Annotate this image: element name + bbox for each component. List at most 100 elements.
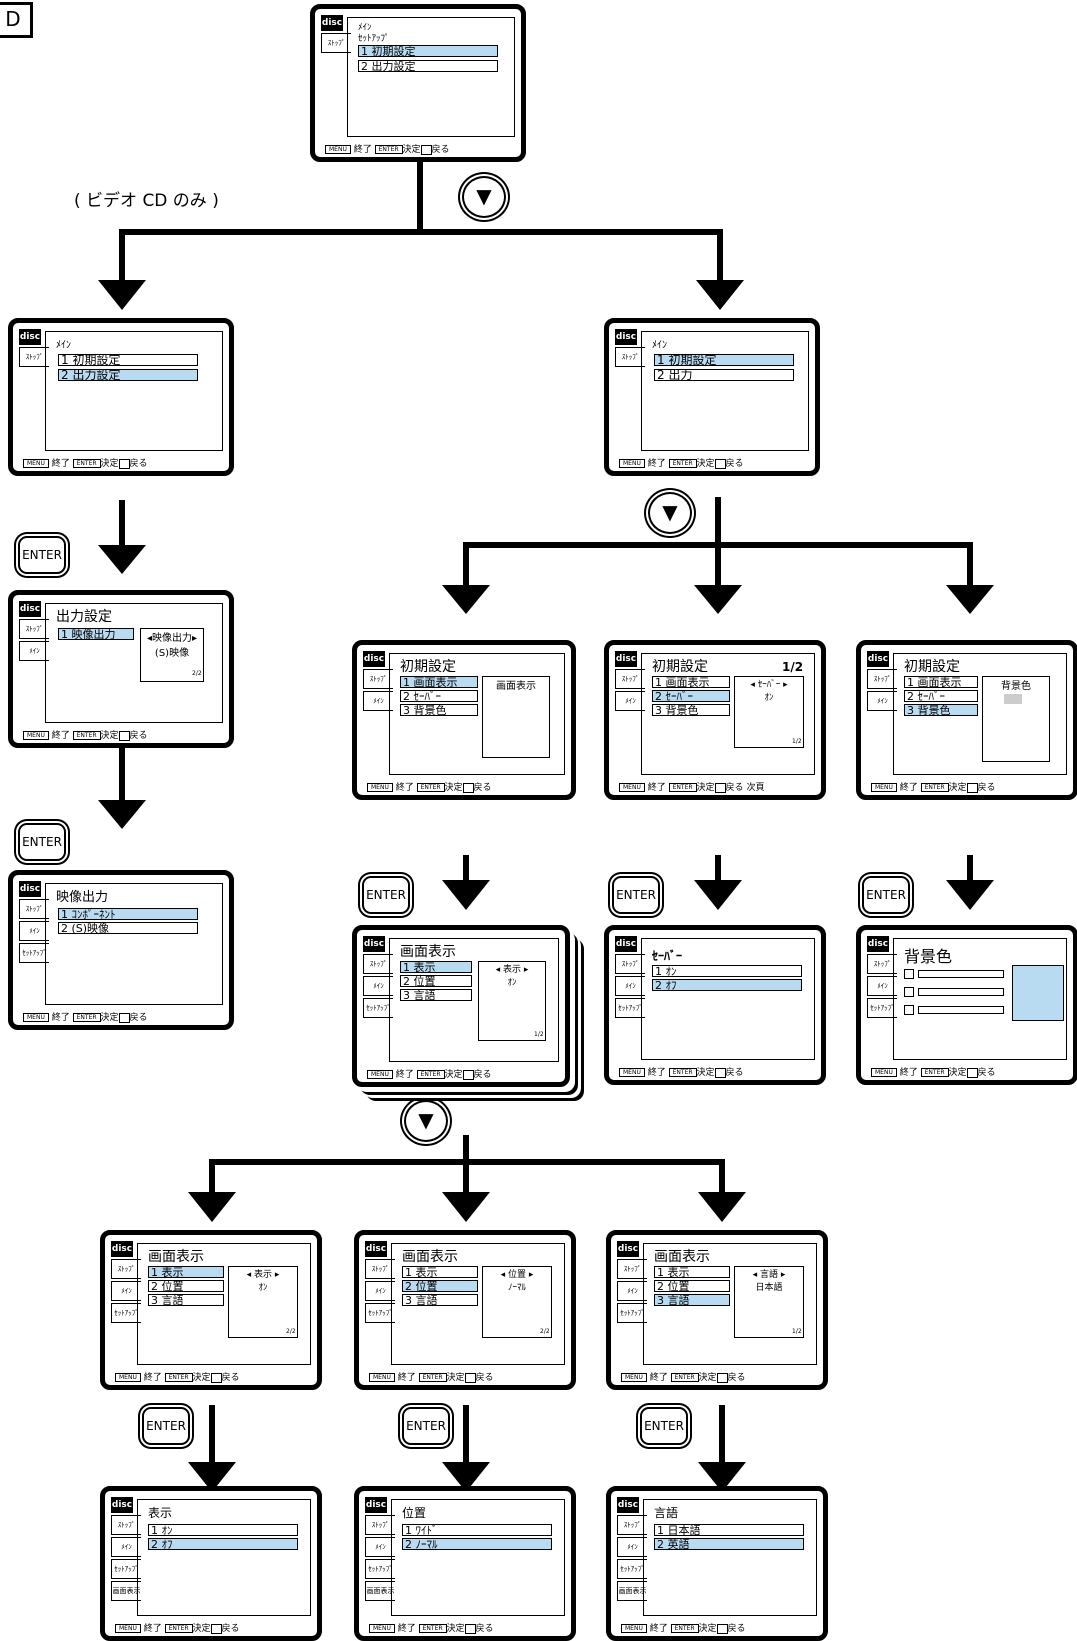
tab-stop[interactable]: ｽﾄｯﾌﾟ: [867, 954, 897, 974]
tab-screen-display[interactable]: 画面表示: [365, 1581, 395, 1601]
menu-item[interactable]: 1 ｺﾝﾎﾟｰﾈﾝﾄ: [58, 908, 198, 920]
tab-stop[interactable]: ｽﾄｯﾌﾟ: [617, 1515, 647, 1535]
tab-screen-display[interactable]: 画面表示: [111, 1581, 141, 1601]
tab-setup[interactable]: ｾｯﾄｱｯﾌﾟ: [111, 1303, 141, 1323]
tab-stop[interactable]: ｽﾄｯﾌﾟ: [867, 669, 897, 689]
color-check-blue[interactable]: [904, 1005, 914, 1015]
menu-item[interactable]: 2 位置: [654, 1280, 730, 1292]
enter-button[interactable]: ENTER: [402, 1407, 450, 1445]
enter-button[interactable]: ENTER: [612, 876, 660, 914]
tab-setup[interactable]: ｾｯﾄｱｯﾌﾟ: [617, 1559, 647, 1579]
menu-item[interactable]: 1 表示: [654, 1266, 730, 1278]
enter-button[interactable]: ENTER: [362, 876, 410, 914]
tab-setup[interactable]: ｾｯﾄｱｯﾌﾟ: [19, 943, 49, 963]
menu-item[interactable]: 2 出力設定: [358, 60, 498, 72]
menu-item[interactable]: 1 初期設定: [58, 354, 198, 366]
menu-item[interactable]: 1 表示: [402, 1266, 478, 1278]
menu-item[interactable]: 2 出力: [654, 369, 794, 381]
menu-item[interactable]: 2 ｵﾌ: [148, 1538, 298, 1550]
color-check-green[interactable]: [904, 987, 914, 997]
tab-stop[interactable]: ｽﾄｯﾌﾟ: [617, 1259, 647, 1279]
menu-item[interactable]: 1 画面表示: [400, 676, 478, 688]
menu-item[interactable]: 2 位置: [400, 975, 472, 987]
tab-main[interactable]: ﾒｲﾝ: [365, 1281, 395, 1301]
tab-setup[interactable]: ｾｯﾄｱｯﾌﾟ: [617, 1303, 647, 1323]
enter-button[interactable]: ENTER: [142, 1407, 190, 1445]
tab-main[interactable]: ﾒｲﾝ: [363, 976, 393, 996]
menu-item[interactable]: 3 背景色: [904, 704, 978, 716]
tab-screen-display[interactable]: 画面表示: [617, 1581, 647, 1601]
tab-stop[interactable]: ｽﾄｯﾌﾟ: [615, 347, 645, 367]
tab-setup[interactable]: ｾｯﾄｱｯﾌﾟ: [365, 1559, 395, 1579]
menu-item[interactable]: 1 ﾜｲﾄﾞ: [402, 1524, 552, 1536]
tab-stop[interactable]: ｽﾄｯﾌﾟ: [19, 347, 49, 367]
menu-item[interactable]: 2 英語: [654, 1538, 804, 1550]
menu-item[interactable]: 1 画面表示: [652, 676, 730, 688]
tab-stop[interactable]: ｽﾄｯﾌﾟ: [365, 1515, 395, 1535]
tab-main[interactable]: ﾒｲﾝ: [363, 691, 393, 711]
tab-main[interactable]: ﾒｲﾝ: [615, 691, 645, 711]
slider-green[interactable]: [918, 988, 1004, 996]
tab-setup[interactable]: ｾｯﾄｱｯﾌﾟ: [867, 998, 897, 1018]
menu-item[interactable]: 2 ｾｰﾊﾞｰ: [904, 690, 978, 702]
menu-item[interactable]: 1 ｵﾝ: [652, 965, 802, 977]
tab-stop[interactable]: ｽﾄｯﾌﾟ: [363, 669, 393, 689]
tab-setup[interactable]: ｾｯﾄｱｯﾌﾟ: [111, 1559, 141, 1579]
tab-stop[interactable]: ｽﾄｯﾌﾟ: [19, 619, 49, 639]
menu-item[interactable]: 1 日本語: [654, 1524, 804, 1536]
tab-stop[interactable]: ｽﾄｯﾌﾟ: [365, 1259, 395, 1279]
down-button[interactable]: ▼: [404, 1100, 448, 1142]
menu-item[interactable]: 2 ｾｰﾊﾞｰ: [652, 690, 730, 702]
tab-stop[interactable]: ｽﾄｯﾌﾟ: [363, 954, 393, 974]
tab-main[interactable]: ﾒｲﾝ: [19, 641, 49, 661]
tab-main[interactable]: ﾒｲﾝ: [867, 976, 897, 996]
menu-item[interactable]: 1 ｵﾝ: [148, 1524, 298, 1536]
menu-item[interactable]: 2 ｵﾌ: [652, 979, 802, 991]
menu-item[interactable]: 3 言語: [400, 989, 472, 1001]
menu-item[interactable]: 1 初期設定: [654, 354, 794, 366]
menu-item[interactable]: 2 ﾉｰﾏﾙ: [402, 1538, 552, 1550]
tab-setup[interactable]: ｾｯﾄｱｯﾌﾟ: [363, 998, 393, 1018]
menu-item[interactable]: 3 言語: [654, 1294, 730, 1306]
menu-item[interactable]: 1 表示: [148, 1266, 224, 1278]
tab-stop[interactable]: ｽﾄｯﾌﾟ: [321, 33, 351, 53]
enter-button[interactable]: ENTER: [862, 876, 910, 914]
menu-item[interactable]: 2 ｾｰﾊﾞｰ: [400, 690, 478, 702]
tab-stop[interactable]: ｽﾄｯﾌﾟ: [615, 954, 645, 974]
color-check-red[interactable]: [904, 969, 914, 979]
tab-setup[interactable]: ｾｯﾄｱｯﾌﾟ: [365, 1303, 395, 1323]
enter-button[interactable]: ENTER: [18, 823, 66, 861]
menu-item[interactable]: 1 映像出力: [58, 628, 134, 640]
menu-item[interactable]: 2 出力設定: [58, 369, 198, 381]
menu-key: MENU: [619, 459, 645, 468]
menu-item[interactable]: 3 言語: [148, 1294, 224, 1306]
tab-stop[interactable]: ｽﾄｯﾌﾟ: [111, 1515, 141, 1535]
tab-main[interactable]: ﾒｲﾝ: [617, 1537, 647, 1557]
tab-stop[interactable]: ｽﾄｯﾌﾟ: [615, 669, 645, 689]
tab-main[interactable]: ﾒｲﾝ: [867, 691, 897, 711]
enter-button[interactable]: ENTER: [18, 536, 66, 574]
menu-item[interactable]: 3 言語: [402, 1294, 478, 1306]
menu-item[interactable]: 2 位置: [402, 1280, 478, 1292]
slider-red[interactable]: [918, 970, 1004, 978]
down-button[interactable]: ▼: [648, 492, 692, 534]
enter-button[interactable]: ENTER: [640, 1407, 688, 1445]
tab-main[interactable]: ﾒｲﾝ: [365, 1537, 395, 1557]
tab-main[interactable]: ﾒｲﾝ: [111, 1537, 141, 1557]
tab-main[interactable]: ﾒｲﾝ: [19, 921, 49, 941]
tab-main[interactable]: ﾒｲﾝ: [111, 1281, 141, 1301]
menu-item[interactable]: 2 (S)映像: [58, 922, 198, 934]
menu-item[interactable]: 1 表示: [400, 961, 472, 973]
menu-item[interactable]: 1 画面表示: [904, 676, 978, 688]
tab-stop[interactable]: ｽﾄｯﾌﾟ: [111, 1259, 141, 1279]
tab-main[interactable]: ﾒｲﾝ: [615, 976, 645, 996]
tab-setup[interactable]: ｾｯﾄｱｯﾌﾟ: [615, 998, 645, 1018]
tab-main[interactable]: ﾒｲﾝ: [617, 1281, 647, 1301]
menu-item[interactable]: 3 背景色: [400, 704, 478, 716]
menu-item[interactable]: 2 位置: [148, 1280, 224, 1292]
slider-blue[interactable]: [918, 1006, 1004, 1014]
menu-item[interactable]: 3 背景色: [652, 704, 730, 716]
down-button[interactable]: ▼: [462, 176, 506, 218]
menu-item[interactable]: 1 初期設定: [358, 45, 498, 57]
tab-stop[interactable]: ｽﾄｯﾌﾟ: [19, 899, 49, 919]
